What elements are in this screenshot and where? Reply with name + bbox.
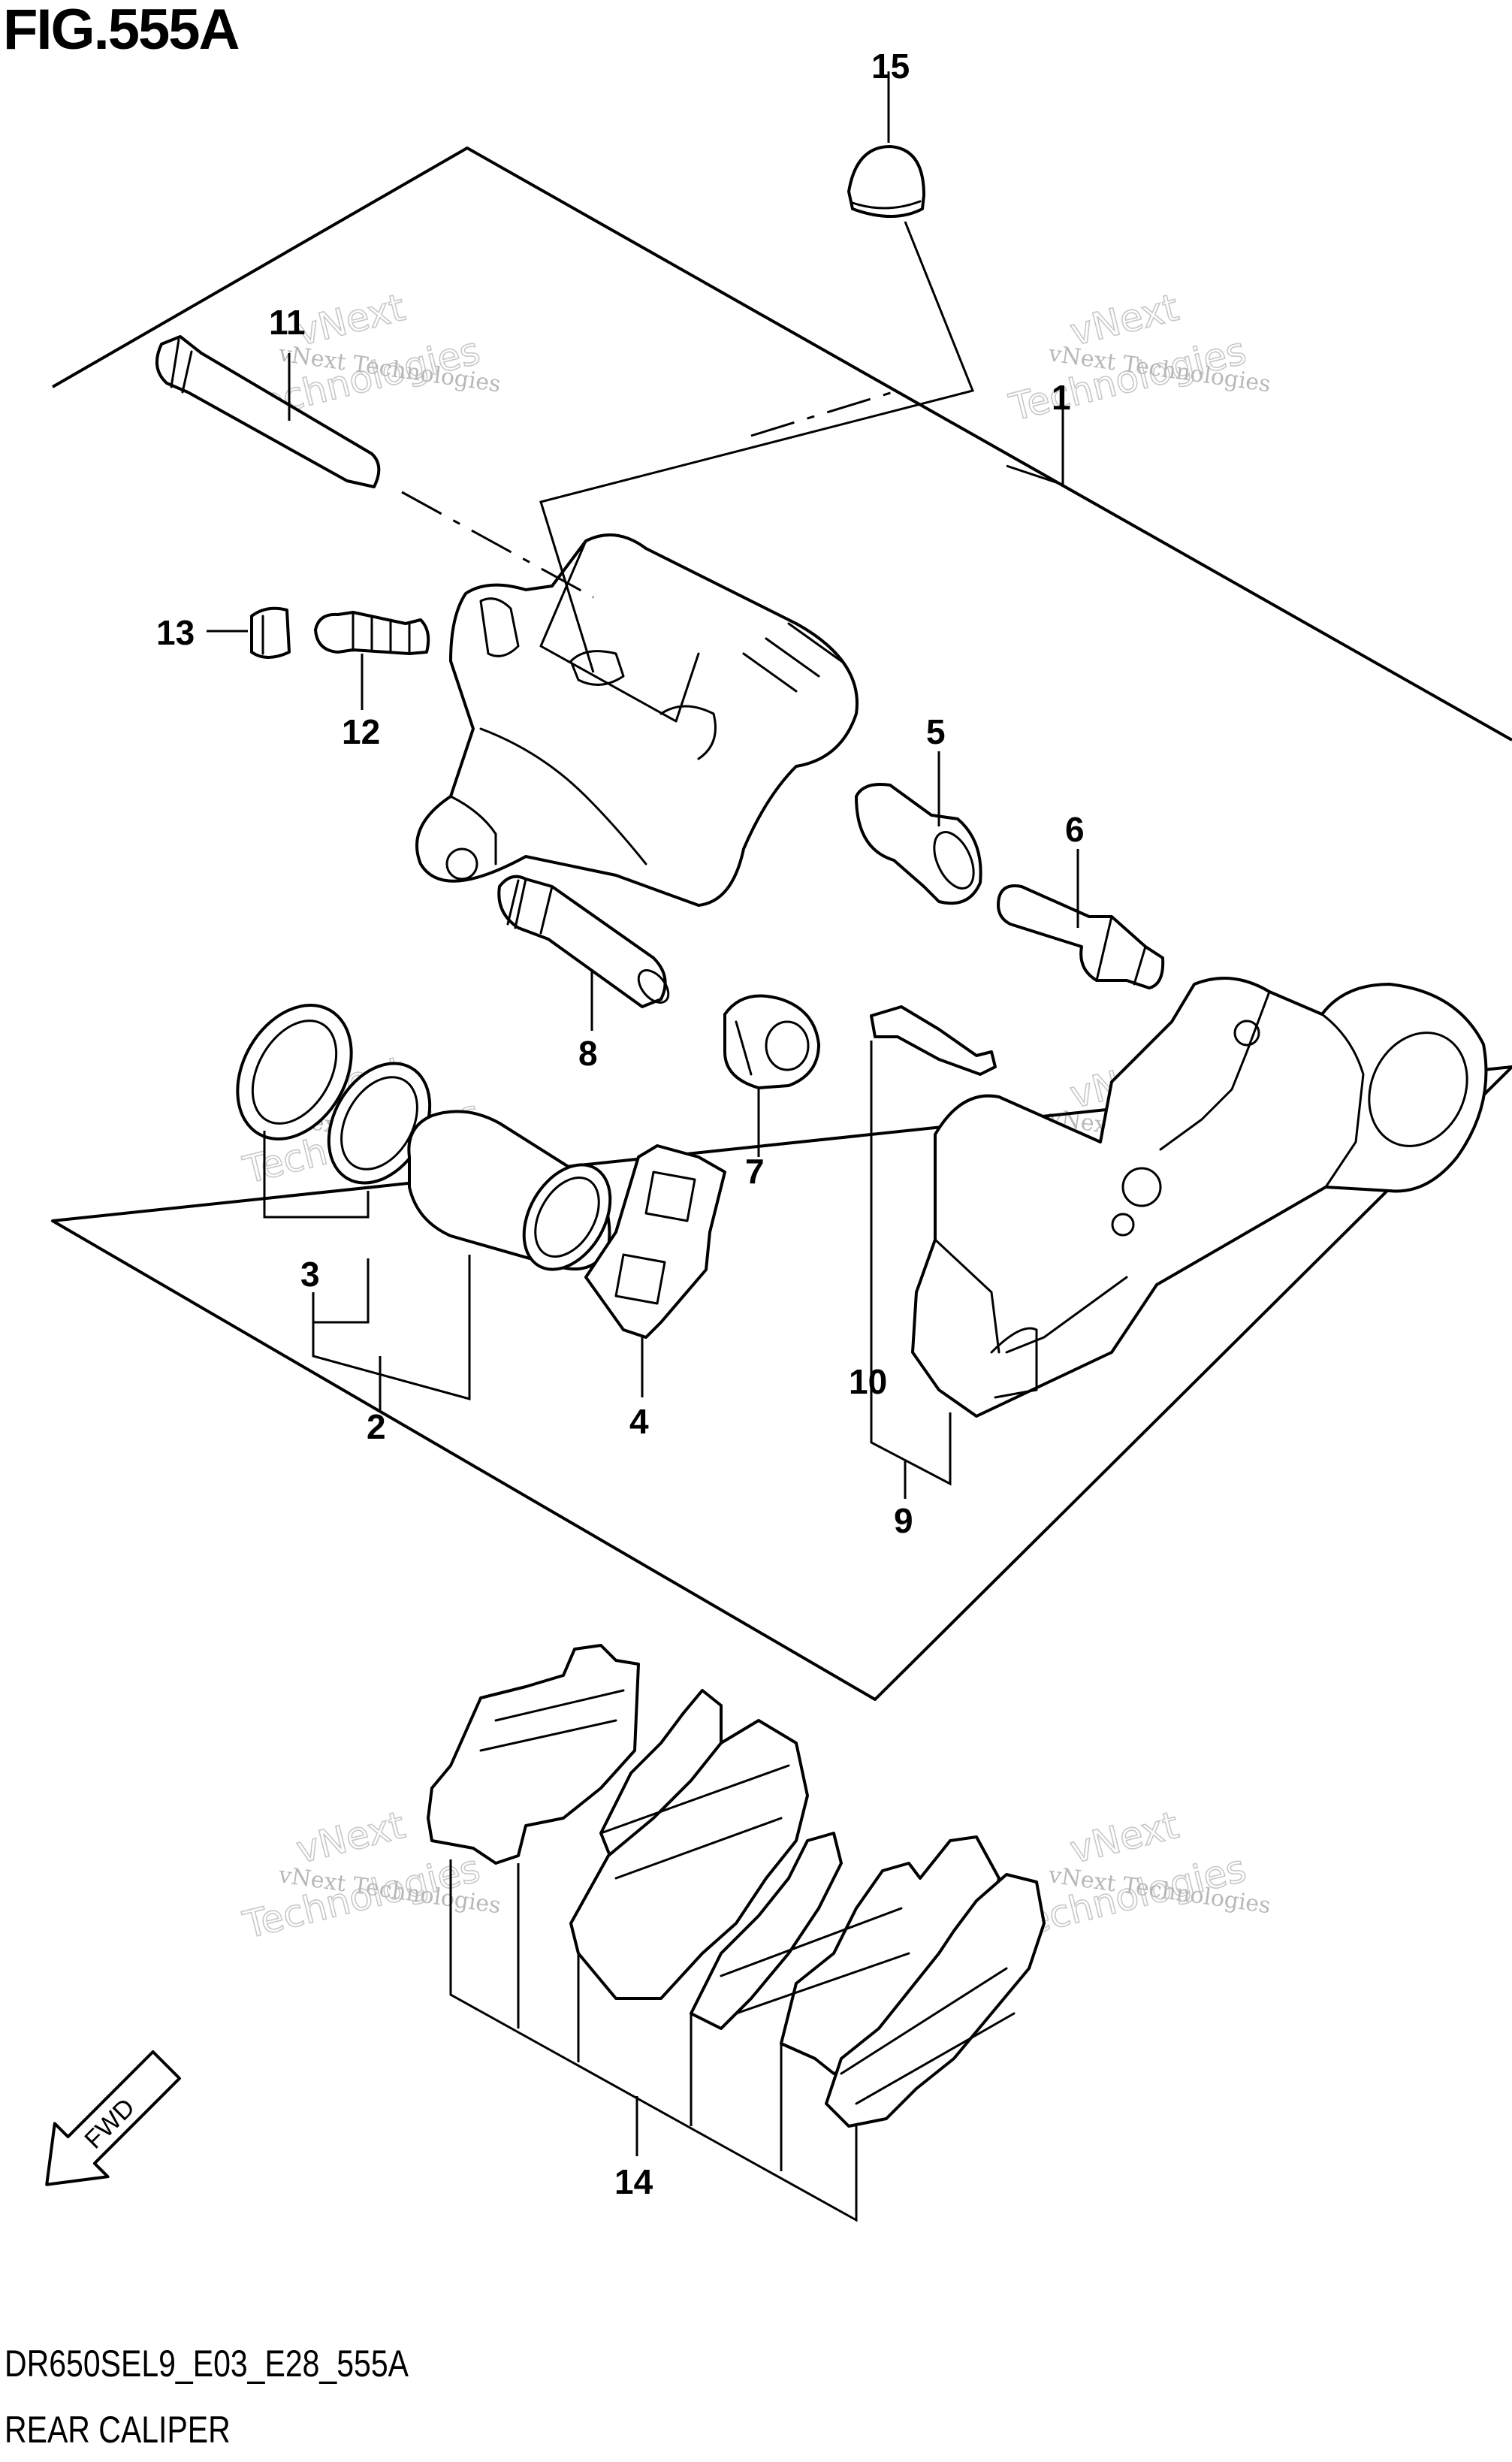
caliper-body (415, 533, 859, 907)
svg-text:vNext: vNext (1066, 1803, 1183, 1872)
part-14-brake-pads (427, 1644, 1046, 2128)
part-11-pin (155, 335, 381, 488)
part-9-bracket (911, 977, 1488, 1418)
callout-11: 11 (269, 303, 306, 342)
part-3-seals (236, 1003, 432, 1185)
part-10-retainer (870, 1005, 997, 1076)
callout-13: 13 (156, 613, 195, 652)
part-6-pin (997, 884, 1165, 989)
callout-12: 12 (342, 712, 380, 751)
callout-4: 4 (629, 1402, 649, 1441)
leader-lines (207, 71, 1079, 2222)
part-7-boot (723, 994, 820, 1089)
callout-6: 6 (1065, 810, 1085, 849)
svg-text:vNext: vNext (292, 1803, 409, 1872)
part-13-bleeder-cap (250, 606, 291, 659)
svg-text:vNext: vNext (1066, 285, 1183, 355)
figure-code: DR650SEL9_E03_E28_555A (5, 2343, 409, 2385)
assembly-frame (51, 147, 1512, 1701)
callout-2: 2 (367, 1407, 386, 1446)
callout-8: 8 (578, 1034, 598, 1073)
callout-10: 10 (849, 1362, 887, 1401)
fwd-arrow-icon: FWD (45, 2050, 181, 2186)
part-15-cap (847, 145, 925, 218)
part-4-pad-spring (584, 1144, 726, 1339)
callout-labels: 15 11 1 13 12 5 6 8 7 3 10 4 2 9 14 (156, 47, 1085, 2201)
callout-15: 15 (871, 47, 910, 86)
watermark: vNext Technologies vNext Technologies (1004, 1802, 1272, 1947)
callout-7: 7 (745, 1152, 765, 1191)
callout-1: 1 (1052, 378, 1071, 417)
figure-name: REAR CALIPER (5, 2409, 231, 2451)
callout-14: 14 (614, 2162, 653, 2201)
watermark: vNext Technologies vNext Technologies (1004, 285, 1272, 430)
part-5-boot (855, 783, 982, 905)
part-8-sleeve (497, 875, 670, 1008)
callout-5: 5 (926, 712, 946, 751)
part-2-piston (407, 1110, 612, 1271)
callout-3: 3 (300, 1255, 320, 1294)
callout-9: 9 (894, 1501, 913, 1540)
figure-title: FIG.555A (3, 0, 240, 62)
part-12-bleeder-screw (314, 611, 430, 655)
